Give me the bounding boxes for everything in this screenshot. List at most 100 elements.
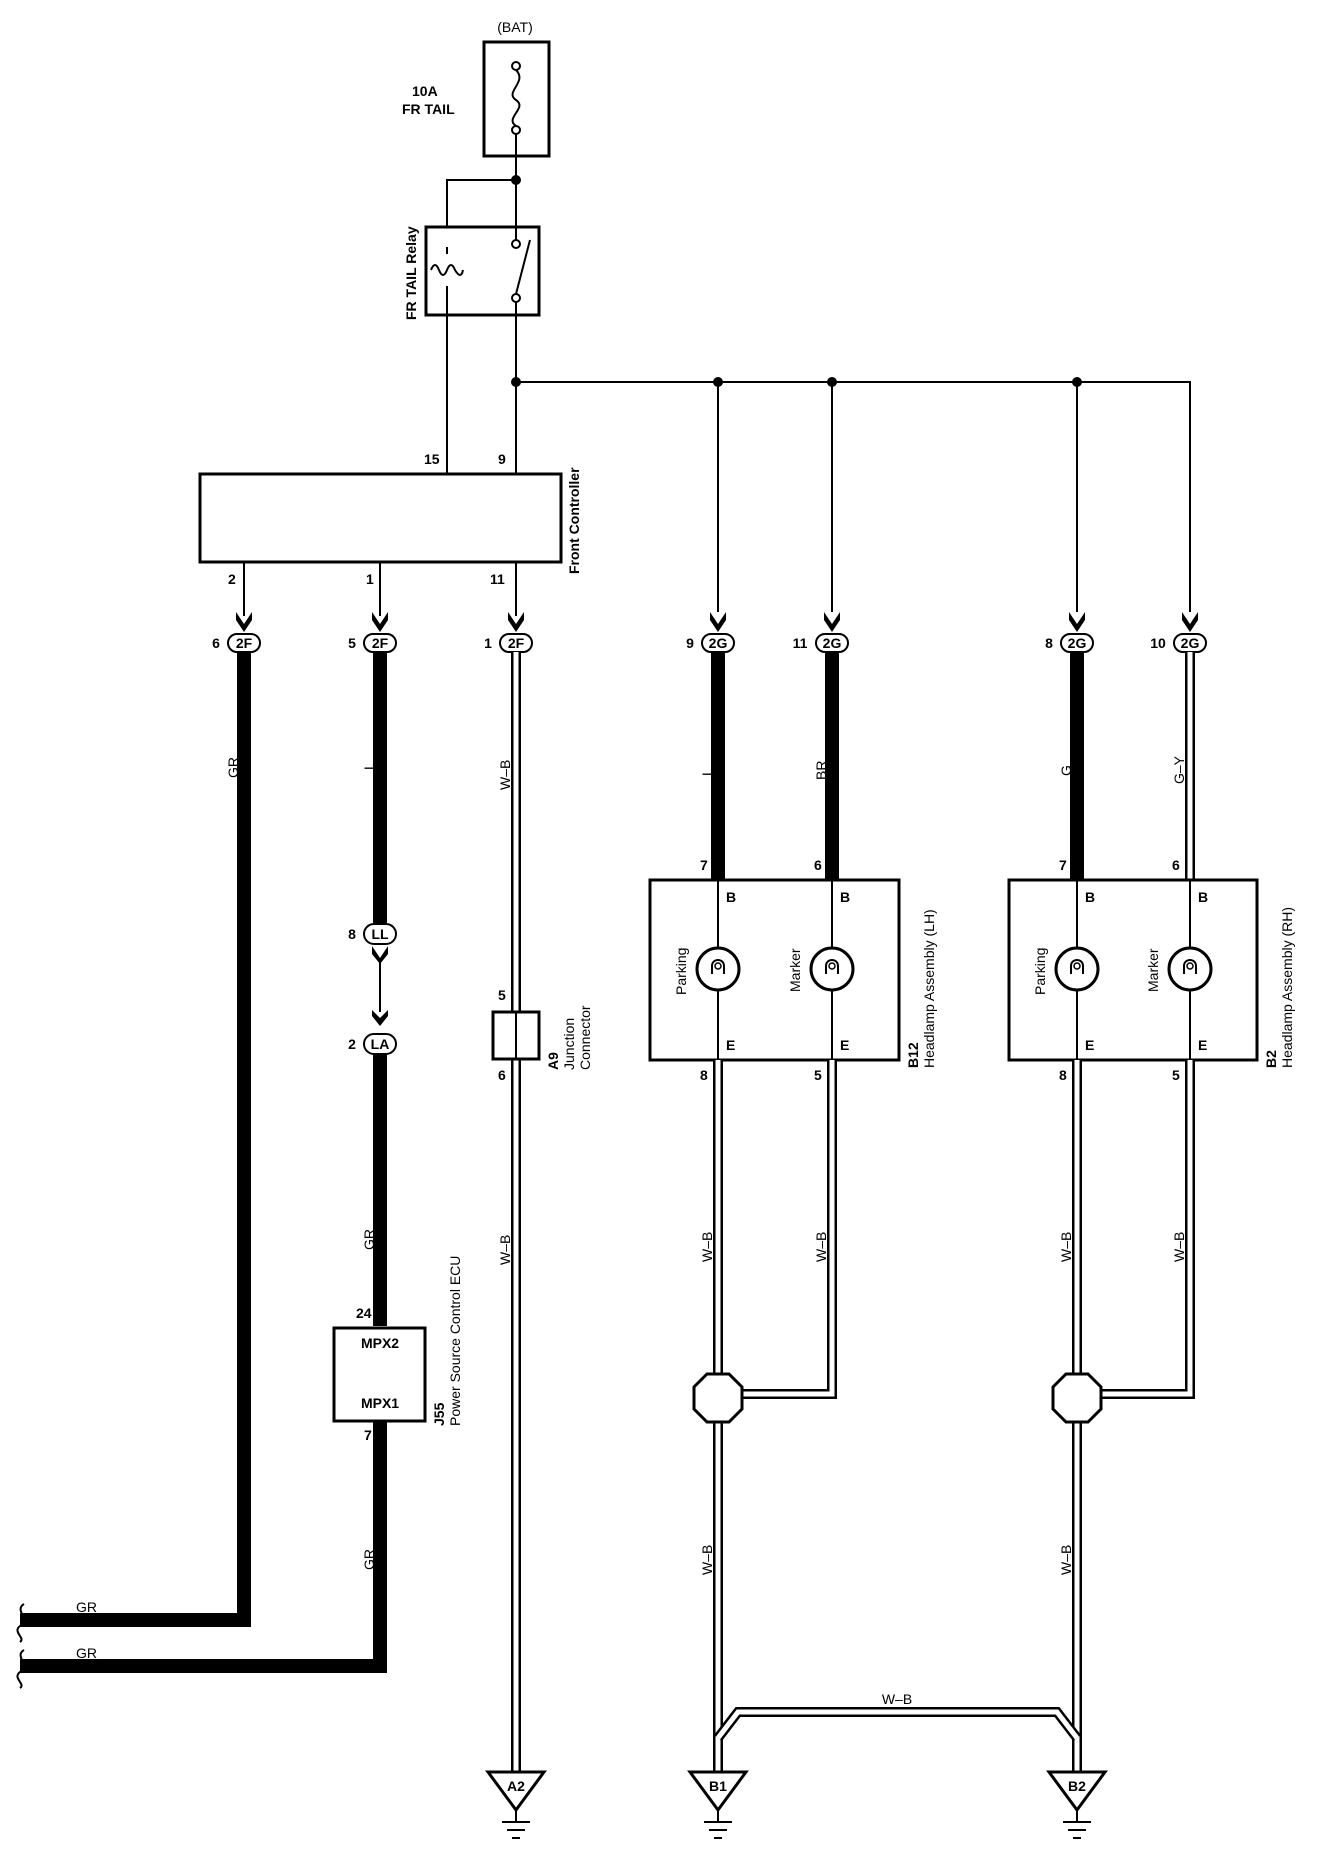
connector-ll: LL 8	[348, 923, 397, 945]
lh-pin-p-bottom: 8	[700, 1067, 708, 1083]
rh-term-b-1: B	[1085, 889, 1095, 905]
left-wire-label-1: GR	[76, 1599, 97, 1615]
rh-pin-p-bottom: 8	[1059, 1067, 1067, 1083]
ground-b1-icon	[687, 1770, 749, 1839]
front-controller-name: Front Controller	[566, 467, 582, 574]
wire-label-lh-p: W–B	[699, 1232, 715, 1262]
lh-term-e-1: E	[726, 1037, 735, 1053]
lh-pin-m-bottom: 5	[814, 1067, 822, 1083]
fc-pin-11: 11	[490, 571, 505, 587]
ground-a2-icon	[485, 1770, 547, 1839]
headlamp-lh-box	[648, 878, 901, 1062]
svg-text:6: 6	[212, 635, 220, 651]
wire-label-rh-gy: G–Y	[1171, 755, 1187, 784]
relay-name: FR TAIL Relay	[403, 226, 419, 320]
svg-text:5: 5	[348, 635, 356, 651]
connector-2g-9: 2G 9	[686, 612, 735, 653]
svg-text:2F: 2F	[372, 635, 389, 651]
fc-pin-15: 15	[424, 451, 440, 467]
ecu-terminal-bottom: MPX1	[361, 1395, 399, 1411]
svg-text:2F: 2F	[236, 635, 253, 651]
headlamp-rh-code: B2	[1263, 1050, 1279, 1068]
wire-label-lh-br: BR	[813, 761, 829, 780]
rh-term-e-1: E	[1085, 1037, 1094, 1053]
wire-label-ecu-bottom: GR	[361, 1549, 377, 1570]
wire-label-rh-p: W–B	[1058, 1232, 1074, 1262]
lh-lamp1-label: Parking	[673, 948, 689, 995]
wire-wb-rh-marker	[1095, 1060, 1195, 1399]
svg-text:2G: 2G	[1068, 635, 1087, 651]
headlamp-lh-name: Headlamp Assembly (LH)	[921, 909, 937, 1068]
wire-label-lh-l: L	[699, 768, 715, 776]
svg-text:LL: LL	[371, 926, 389, 942]
ground-b2-label: B2	[1068, 1778, 1086, 1794]
fc-pin-2: 2	[228, 571, 236, 587]
rh-lamp2-label: Marker	[1145, 948, 1161, 992]
lh-lamp2-label: Marker	[787, 948, 803, 992]
wire-label-rh-m: W–B	[1171, 1232, 1187, 1262]
svg-text:LA: LA	[371, 1036, 390, 1052]
connectors-row: 2F 6 2F 5 2F 1 2G 9 2G 11	[212, 612, 1207, 653]
rh-term-e-2: E	[1198, 1037, 1207, 1053]
headlamp-rh-name: Headlamp Assembly (RH)	[1279, 907, 1295, 1068]
fuse-source-label: (BAT)	[497, 19, 533, 35]
rh-term-b-2: B	[1198, 889, 1208, 905]
rh-parking-bulb-icon	[1054, 946, 1100, 992]
wire-label-gr: GR	[225, 757, 241, 778]
svg-text:8: 8	[348, 926, 356, 942]
wire-label-ecu-top: GR	[361, 1229, 377, 1250]
lh-splice-octagon	[692, 1372, 744, 1424]
relay-coil-icon	[430, 247, 464, 295]
svg-text:11: 11	[793, 635, 808, 651]
lh-term-b-2: B	[840, 889, 850, 905]
connector-2f-6: 2F 6	[212, 612, 261, 653]
rh-pin-m-top: 6	[1172, 857, 1180, 873]
connector-2g-8: 2G 8	[1045, 612, 1094, 653]
lh-parking-bulb-icon	[695, 946, 741, 992]
junction-pin-top: 5	[498, 987, 506, 1003]
fuse-rating: 10A	[412, 83, 438, 99]
fc-pin-1: 1	[366, 571, 374, 587]
wire-label-wb-bottom: W–B	[497, 1235, 513, 1265]
wire-gr-upper	[20, 652, 251, 1627]
wire-relay-coil-feed	[446, 179, 516, 247]
connector-2g-10: 2G 10	[1150, 612, 1207, 653]
ecu-code: J55	[431, 1402, 447, 1426]
left-wire-label-2: GR	[76, 1645, 97, 1661]
rh-splice-octagon	[1051, 1372, 1103, 1424]
ecu-pin-top: 24	[356, 1305, 372, 1321]
rh-pin-m-bottom: 5	[1172, 1067, 1180, 1083]
wire-power-bus	[516, 381, 1191, 612]
wire-label-rh-g: G	[1058, 765, 1074, 776]
rh-pin-p-top: 7	[1059, 857, 1067, 873]
connector-la: LA 2	[348, 1033, 397, 1055]
connector-2g-11: 2G 11	[793, 612, 849, 653]
junction-line2: Connector	[577, 1005, 593, 1070]
rh-marker-bulb-icon	[1167, 946, 1213, 992]
wire-label-wb-top: W–B	[497, 760, 513, 790]
ground-b1-label: B1	[709, 1778, 727, 1794]
lh-pin-p-top: 7	[700, 857, 708, 873]
ground-a2-label: A2	[507, 1778, 525, 1794]
lh-term-b-1: B	[726, 889, 736, 905]
fuse-name: FR TAIL	[402, 101, 455, 117]
ecu-terminal-top: MPX2	[361, 1335, 399, 1351]
ground-b2-icon	[1046, 1770, 1108, 1839]
svg-text:9: 9	[686, 635, 694, 651]
headlamp-lh-code: B12	[905, 1042, 921, 1068]
lh-term-e-2: E	[840, 1037, 849, 1053]
headlamp-rh-box	[1007, 878, 1259, 1062]
wire-wb-lh-marker	[736, 1060, 837, 1399]
svg-text:2G: 2G	[1181, 635, 1200, 651]
junction-line1: Junction	[561, 1018, 577, 1070]
wire-label-rh-ground: W–B	[1058, 1545, 1074, 1575]
svg-text:10: 10	[1150, 635, 1166, 651]
svg-text:2G: 2G	[823, 635, 842, 651]
ecu-pin-bottom: 7	[364, 1427, 372, 1443]
lh-marker-bulb-icon	[809, 946, 855, 992]
svg-text:2G: 2G	[709, 635, 728, 651]
lh-pin-m-top: 6	[814, 857, 822, 873]
svg-text:8: 8	[1045, 635, 1053, 651]
rh-lamp1-label: Parking	[1032, 948, 1048, 995]
svg-text:1: 1	[484, 635, 492, 651]
